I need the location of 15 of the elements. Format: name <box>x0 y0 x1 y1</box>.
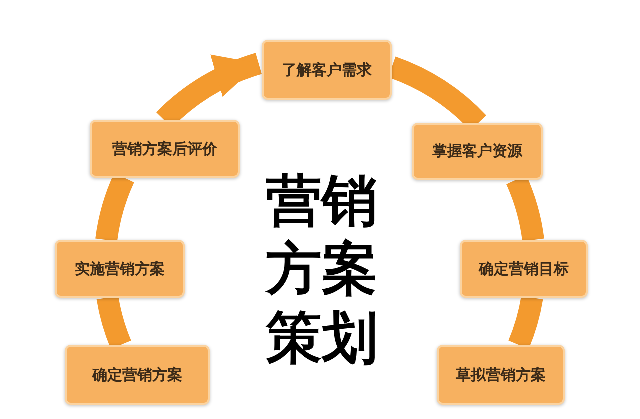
step-label: 掌握客户资源 <box>432 141 522 162</box>
step-box <box>437 345 565 405</box>
step-box <box>460 240 588 298</box>
center-title: 营销方案策划 <box>266 168 378 373</box>
step-label: 营销方案后评价 <box>112 138 218 160</box>
step-label: 确定营销目标 <box>479 258 569 280</box>
step-box <box>412 123 543 180</box>
step-label: 确定营销方案 <box>92 364 182 386</box>
step-box <box>90 120 240 178</box>
step-box <box>55 240 185 298</box>
step-box <box>262 40 392 100</box>
step-label: 实施营销方案 <box>75 258 165 280</box>
step-label: 了解客户需求 <box>282 60 372 81</box>
step-box <box>65 345 210 405</box>
step-label: 草拟营销方案 <box>456 364 546 386</box>
